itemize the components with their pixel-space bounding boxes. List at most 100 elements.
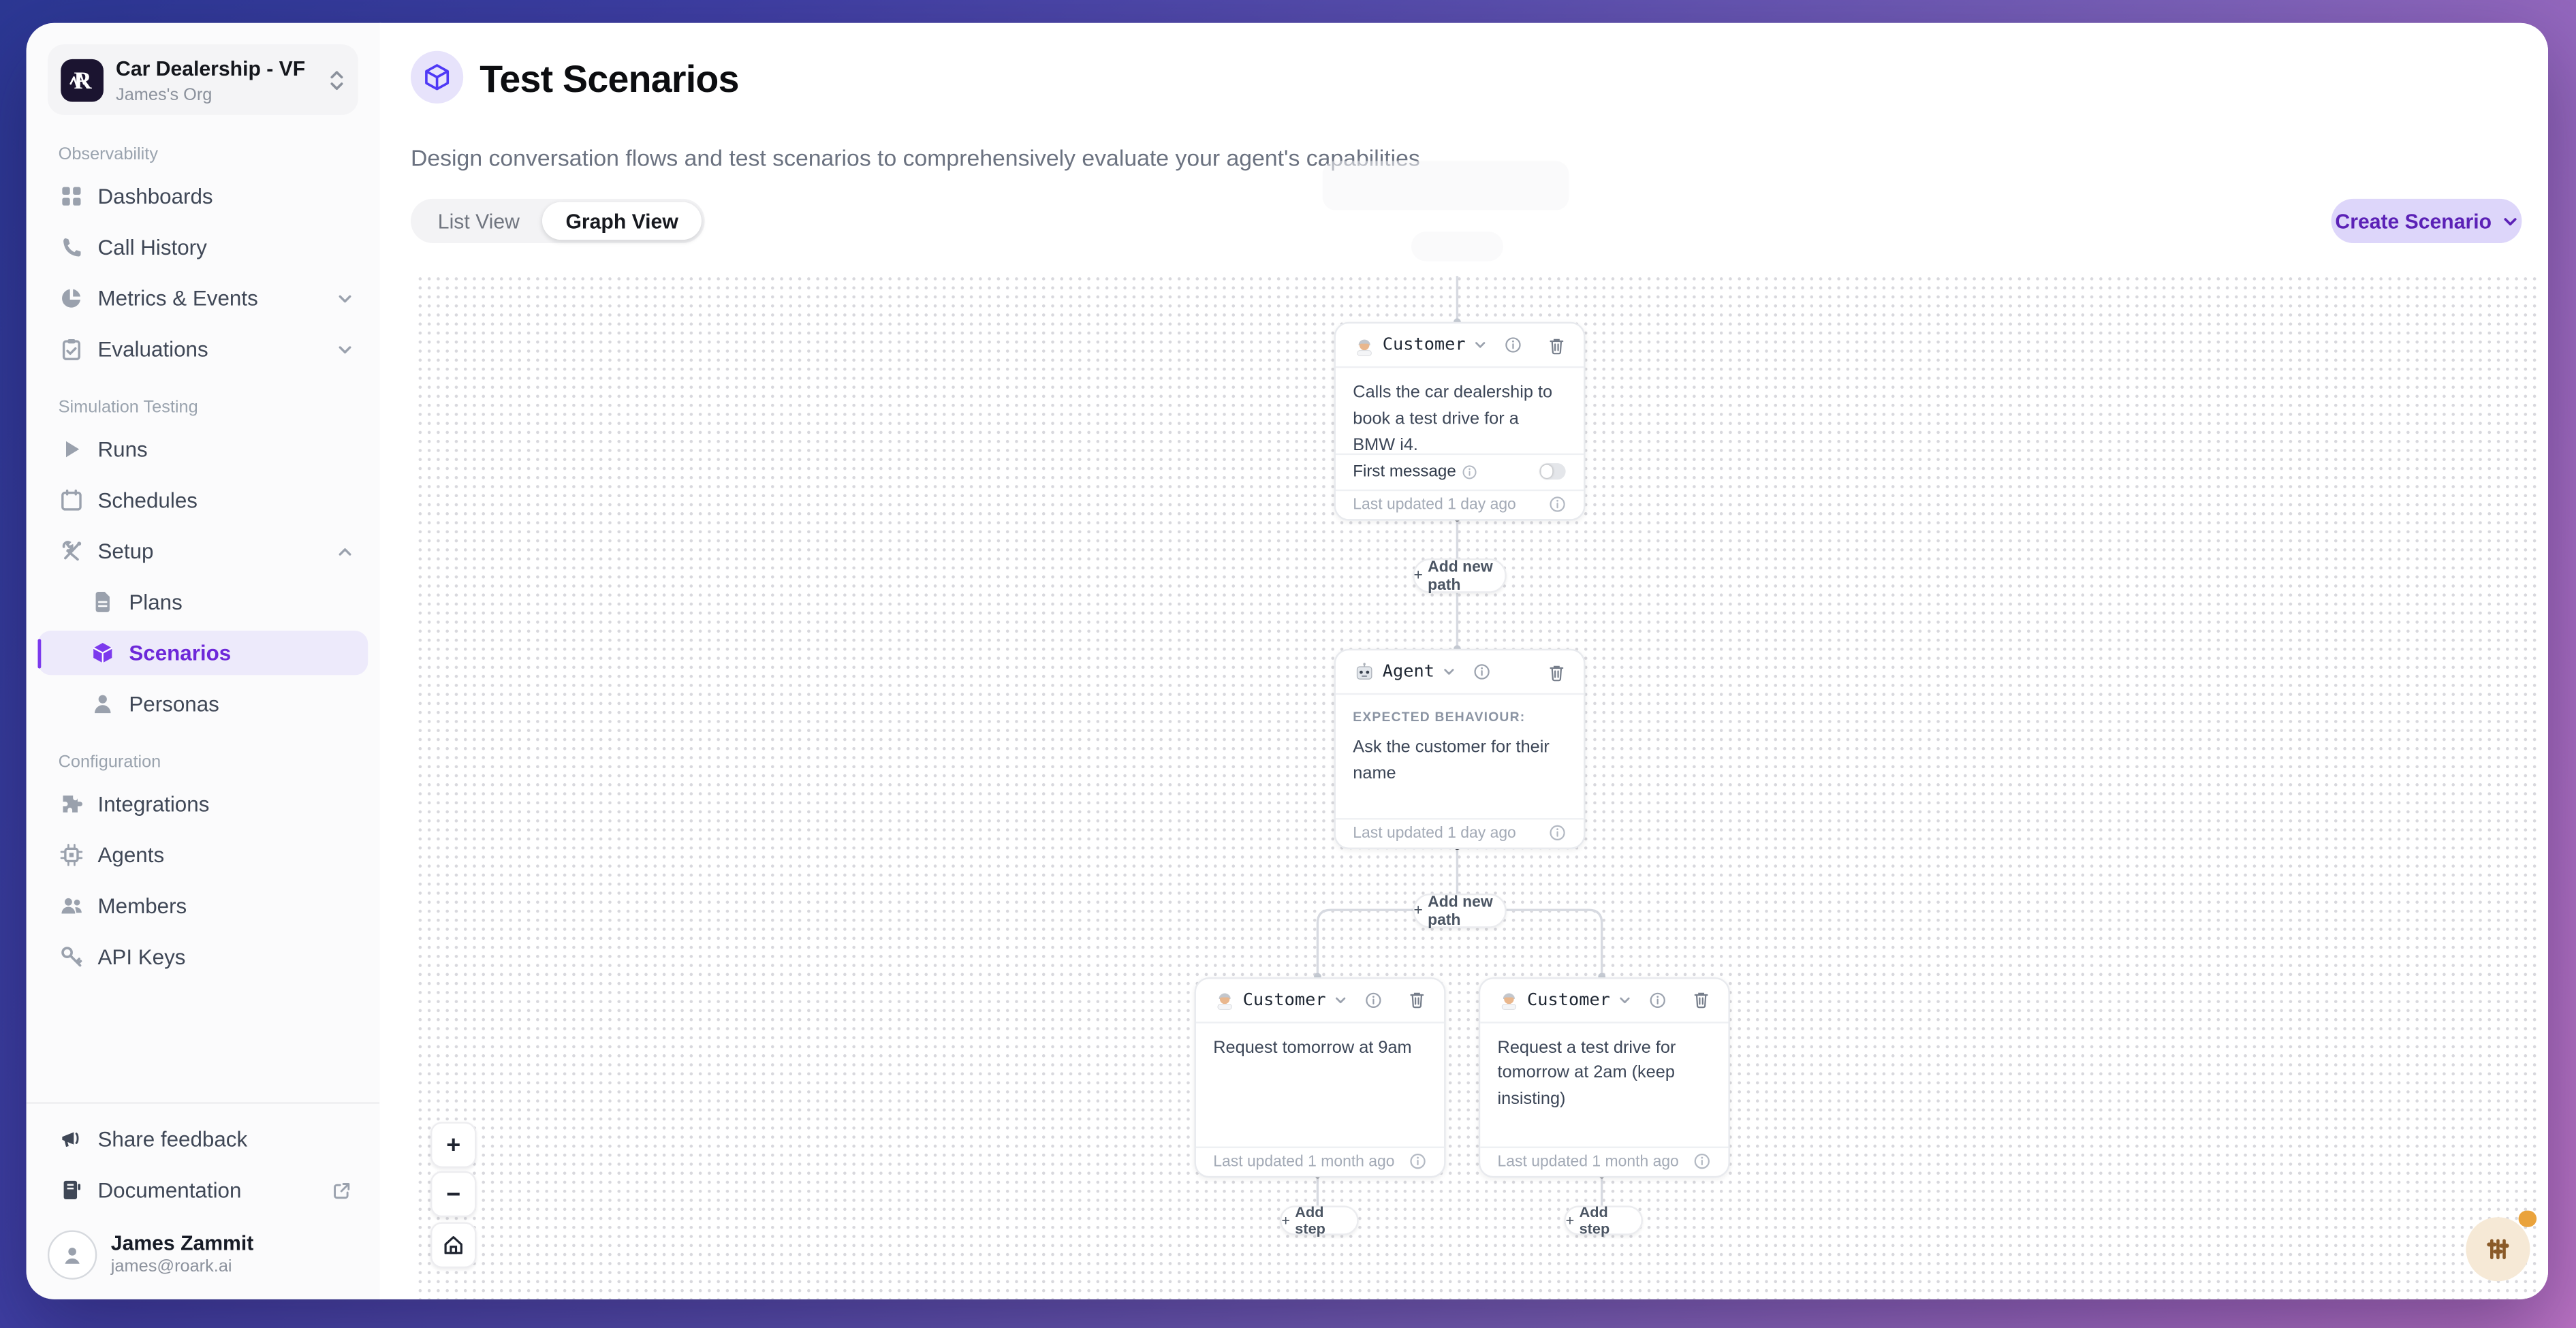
sidebar-item-scenarios[interactable]: Scenarios	[37, 631, 368, 676]
avatar	[46, 1229, 97, 1279]
sidebar-item-evaluations[interactable]: Evaluations	[37, 327, 368, 371]
sidebar-item-members[interactable]: Members	[37, 884, 368, 928]
info-icon[interactable]	[1548, 825, 1565, 841]
chevron-down-icon	[336, 290, 353, 306]
info-icon[interactable]	[1505, 336, 1522, 353]
section-label-simulation-testing: Simulation Testing	[58, 397, 198, 417]
node-footer: Last updated 1 month ago	[1479, 1145, 1728, 1176]
plus-icon: +	[1565, 1212, 1575, 1229]
user-menu[interactable]: James Zammit james@roark.ai	[25, 1216, 379, 1285]
delete-node-icon[interactable]	[1691, 990, 1710, 1009]
org-switcher-labels: Car Dealership - VF James's Org	[116, 54, 315, 106]
sidebar-footer: Share feedback Documentation James Zammi…	[25, 1101, 380, 1298]
faded-node-ghost	[1322, 161, 1569, 210]
first-message-toggle[interactable]	[1538, 463, 1565, 479]
sidebar-item-label: Personas	[129, 691, 219, 716]
sidebar-item-schedules[interactable]: Schedules	[37, 478, 368, 522]
info-icon[interactable]	[1650, 992, 1666, 1008]
tab-list-view[interactable]: List View	[437, 209, 520, 233]
org-name: Car Dealership - VF	[116, 57, 306, 81]
section-label-observability: Observability	[58, 144, 159, 165]
person-icon	[89, 691, 114, 716]
user-email: james@roark.ai	[110, 1256, 232, 1277]
sidebar-item-dashboards[interactable]: Dashboards	[37, 174, 368, 219]
info-icon[interactable]	[1693, 1154, 1710, 1170]
tab-graph-view[interactable]: Graph View	[542, 202, 702, 240]
documentation-link[interactable]: Documentation	[37, 1165, 368, 1214]
document-icon	[89, 590, 114, 614]
customer-emoji-icon	[1213, 989, 1234, 1010]
page-icon-badge	[411, 50, 464, 104]
node-header: Customer	[1334, 323, 1583, 368]
node-footer: Last updated 1 month ago	[1195, 1145, 1443, 1176]
info-icon[interactable]	[1366, 992, 1382, 1008]
info-icon[interactable]	[1474, 663, 1490, 680]
chevron-down-icon[interactable]	[1618, 993, 1631, 1006]
node-body[interactable]: EXPECTED BEHAVIOUR: Ask the customer for…	[1335, 695, 1583, 817]
tools-icon	[59, 539, 83, 563]
sidebar-item-agents[interactable]: Agents	[37, 833, 368, 877]
info-icon[interactable]	[1409, 1154, 1425, 1170]
add-new-path-label: Add new path	[1428, 557, 1493, 594]
zoom-in-button[interactable]: +	[430, 1122, 477, 1168]
sidebar-item-call-history[interactable]: Call History	[37, 225, 368, 269]
add-new-path-button[interactable]: + Add new path	[1412, 892, 1506, 929]
graph-canvas[interactable]: Customer Calls the car dealership to boo…	[413, 161, 2540, 1299]
org-subtitle: James's Org	[116, 85, 213, 106]
add-step-button[interactable]: + Add step	[1564, 1204, 1643, 1237]
sidebar-item-runs[interactable]: Runs	[37, 427, 368, 471]
add-step-button[interactable]: + Add step	[1279, 1204, 1359, 1237]
delete-node-icon[interactable]	[1547, 663, 1565, 681]
add-new-path-label: Add new path	[1428, 892, 1493, 929]
chevron-down-icon	[336, 341, 353, 357]
node-customer-left[interactable]: Customer Request tomorrow at 9am Last up…	[1193, 976, 1445, 1178]
delete-node-icon[interactable]	[1547, 336, 1565, 354]
share-feedback-button[interactable]: Share feedback	[37, 1114, 368, 1163]
notification-dot	[2518, 1210, 2536, 1227]
node-agent[interactable]: Agent EXPECTED BEHAVIOUR: Ask the custom…	[1333, 648, 1585, 849]
sidebar-item-label: Agents	[97, 842, 165, 868]
delete-node-icon[interactable]	[1407, 990, 1426, 1009]
sidebar-item-metrics-events[interactable]: Metrics & Events	[37, 276, 368, 320]
sidebar-item-personas[interactable]: Personas	[37, 682, 368, 726]
chevron-down-icon[interactable]	[1334, 993, 1347, 1006]
nav-configuration: Integrations Agents Members API Keys	[25, 778, 379, 982]
node-header: Agent	[1334, 650, 1583, 695]
sidebar-item-label: Scenarios	[129, 640, 232, 665]
sidebar-item-label: Integrations	[97, 791, 210, 817]
sidebar-item-setup[interactable]: Setup	[37, 529, 368, 573]
chevron-down-icon	[2503, 217, 2516, 225]
node-body-text[interactable]: Calls the car dealership to book a test …	[1353, 382, 1553, 453]
org-switcher[interactable]: R Car Dealership - VF James's Org	[46, 44, 358, 115]
external-link-icon	[332, 1180, 351, 1200]
last-updated-label: Last updated 1 month ago	[1213, 1152, 1395, 1171]
chevron-down-icon[interactable]	[1474, 338, 1487, 351]
robot-emoji-icon	[1353, 661, 1374, 682]
node-body-text[interactable]: Request tomorrow at 9am	[1213, 1037, 1412, 1058]
info-icon[interactable]	[1548, 496, 1565, 513]
sidebar-item-label: Runs	[97, 437, 148, 462]
node-customer-right[interactable]: Customer Request a test drive for tomorr…	[1477, 976, 1729, 1178]
sidebar-item-label: Plans	[129, 589, 183, 615]
sidebar-item-plans[interactable]: Plans	[37, 580, 368, 624]
fit-view-button[interactable]	[430, 1221, 477, 1267]
app-window: R Car Dealership - VF James's Org Observ…	[25, 22, 2547, 1299]
sidebar-item-api-keys[interactable]: API Keys	[37, 934, 368, 979]
info-icon[interactable]	[1462, 464, 1477, 479]
last-updated-label: Last updated 1 day ago	[1353, 824, 1516, 842]
zoom-out-button[interactable]: −	[430, 1171, 477, 1218]
chevron-down-icon[interactable]	[1443, 665, 1456, 678]
node-body-text: Ask the customer for their name	[1353, 737, 1550, 783]
node-body-text[interactable]: Request a test drive for tomorrow at 2am…	[1497, 1037, 1676, 1109]
node-footer: Last updated 1 day ago	[1334, 488, 1583, 520]
node-header: Customer	[1195, 978, 1443, 1023]
canvas-settings-button[interactable]	[2465, 1217, 2530, 1282]
create-scenario-button[interactable]: Create Scenario	[2331, 198, 2522, 243]
add-new-path-button[interactable]: + Add new path	[1412, 557, 1506, 594]
create-scenario-label: Create Scenario	[2335, 209, 2492, 233]
sidebar-item-integrations[interactable]: Integrations	[37, 782, 368, 826]
puzzle-icon	[59, 792, 83, 817]
node-customer-top[interactable]: Customer Calls the car dealership to boo…	[1333, 321, 1585, 521]
people-icon	[59, 894, 83, 918]
